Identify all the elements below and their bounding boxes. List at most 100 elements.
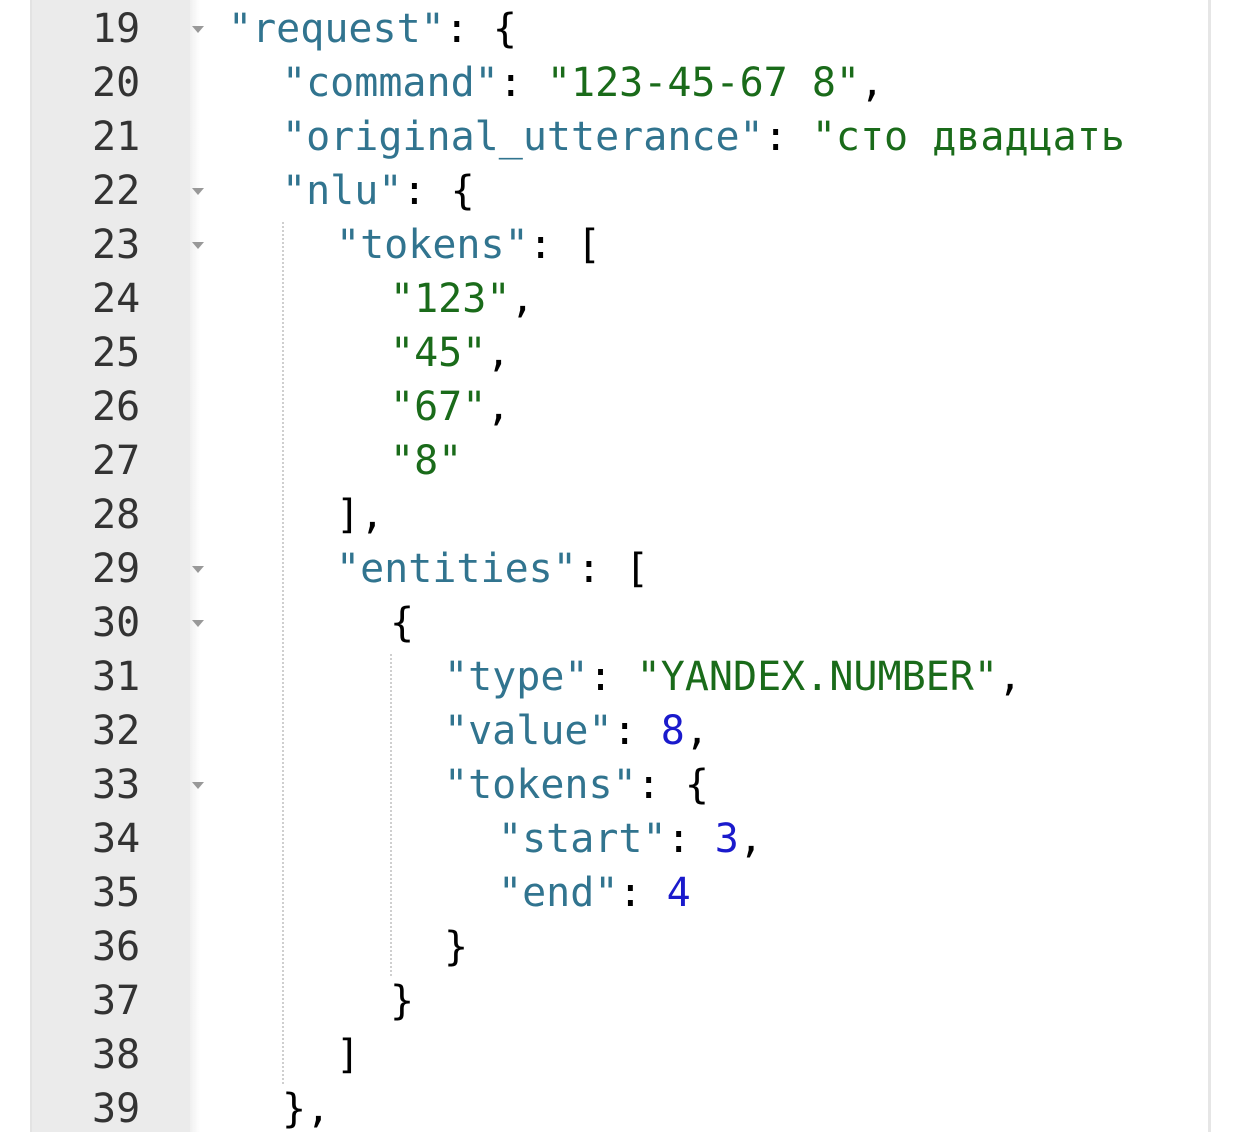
code-line[interactable]: "67", — [200, 380, 1208, 434]
json-string: "сто двадцать — [811, 114, 1125, 160]
json-key: "end" — [498, 870, 619, 916]
line-number: 29 — [92, 546, 141, 592]
code-line[interactable]: "tokens": [ — [200, 218, 1208, 272]
code-line[interactable]: "8" — [200, 434, 1208, 488]
fold-toggle-icon[interactable] — [192, 782, 204, 789]
gutter-row: 27 — [32, 434, 190, 488]
gutter-row: 23 — [32, 218, 204, 272]
gutter-row: 25 — [32, 326, 190, 380]
json-string: "8" — [390, 438, 463, 484]
json-punct: : [ — [528, 222, 601, 268]
json-punct: , — [510, 276, 535, 322]
code-line[interactable]: "start": 3, — [200, 812, 1208, 866]
gutter-row: 37 — [32, 974, 190, 1028]
json-key: "entities" — [336, 546, 577, 592]
code-line[interactable]: "type": "YANDEX.NUMBER", — [200, 650, 1208, 704]
line-number: 36 — [92, 924, 141, 970]
gutter-row: 19 — [32, 2, 204, 56]
code-line[interactable]: "end": 4 — [200, 866, 1208, 920]
json-punct: : — [588, 654, 637, 700]
json-string: "67" — [390, 384, 487, 430]
json-key: "request" — [228, 6, 445, 52]
editor-right-border — [1208, 0, 1211, 1132]
fold-toggle-icon[interactable] — [192, 242, 204, 249]
line-number: 25 — [92, 330, 141, 376]
json-number: 3 — [714, 816, 739, 862]
indent-guide — [282, 222, 284, 1084]
json-punct: , — [860, 60, 885, 106]
json-punct: , — [684, 708, 709, 754]
line-number: 21 — [92, 114, 141, 160]
json-punct: { — [390, 600, 415, 646]
code-line[interactable]: { — [200, 596, 1208, 650]
line-number: 33 — [92, 762, 141, 808]
code-line[interactable]: ] — [200, 1028, 1208, 1082]
code-line[interactable]: "entities": [ — [200, 542, 1208, 596]
json-punct: ] — [336, 1032, 361, 1078]
code-line[interactable]: "123", — [200, 272, 1208, 326]
code-line[interactable]: } — [200, 974, 1208, 1028]
gutter-row: 39 — [32, 1082, 190, 1132]
json-punct: : — [763, 114, 812, 160]
line-number: 23 — [92, 222, 141, 268]
json-string: "123-45-67 8" — [546, 60, 860, 106]
fold-toggle-icon[interactable] — [192, 26, 204, 33]
fold-toggle-icon[interactable] — [192, 188, 204, 195]
line-number: 32 — [92, 708, 141, 754]
json-punct: : — [666, 816, 715, 862]
json-key: "type" — [444, 654, 589, 700]
json-punct: , — [486, 330, 511, 376]
line-number: 34 — [92, 816, 141, 862]
code-line[interactable]: "command": "123-45-67 8", — [200, 56, 1208, 110]
line-number: 22 — [92, 168, 141, 214]
json-key: "nlu" — [282, 168, 403, 214]
code-line[interactable]: "value": 8, — [200, 704, 1208, 758]
line-number: 31 — [92, 654, 141, 700]
code-line[interactable]: "45", — [200, 326, 1208, 380]
json-punct: } — [444, 924, 469, 970]
code-line[interactable]: }, — [200, 1082, 1208, 1132]
code-line[interactable]: "tokens": { — [200, 758, 1208, 812]
line-number: 24 — [92, 276, 141, 322]
line-number: 19 — [92, 6, 141, 52]
code-line[interactable]: "original_utterance": "сто двадцать — [200, 110, 1208, 164]
json-punct: : { — [402, 168, 475, 214]
line-number-gutter — [32, 0, 190, 1132]
code-line[interactable]: } — [200, 920, 1208, 974]
json-punct: ], — [336, 492, 385, 538]
json-number: 8 — [660, 708, 685, 754]
json-punct: : — [498, 60, 547, 106]
line-number: 38 — [92, 1032, 141, 1078]
line-number: 39 — [92, 1086, 141, 1132]
gutter-row: 38 — [32, 1028, 190, 1082]
json-punct: } — [390, 978, 415, 1024]
gutter-row: 24 — [32, 272, 190, 326]
fold-toggle-icon[interactable] — [192, 620, 204, 627]
code-line[interactable]: "nlu": { — [200, 164, 1208, 218]
json-punct: , — [997, 654, 1022, 700]
code-line[interactable]: "request": { — [200, 2, 1208, 56]
line-number: 37 — [92, 978, 141, 1024]
json-punct: , — [738, 816, 763, 862]
gutter-row: 34 — [32, 812, 190, 866]
gutter-row: 33 — [32, 758, 204, 812]
line-number: 30 — [92, 600, 141, 646]
line-number: 26 — [92, 384, 141, 430]
line-number: 20 — [92, 60, 141, 106]
json-key: "tokens" — [336, 222, 529, 268]
json-key: "value" — [444, 708, 613, 754]
gutter-row: 30 — [32, 596, 204, 650]
gutter-row: 22 — [32, 164, 204, 218]
editor-left-border — [30, 0, 32, 1132]
line-number: 27 — [92, 438, 141, 484]
code-area[interactable]: "request": { "command": "123-45-67 8", "… — [200, 0, 1208, 1132]
json-punct: : { — [444, 6, 517, 52]
gutter-row: 36 — [32, 920, 190, 974]
gutter-row: 35 — [32, 866, 190, 920]
json-string: "123" — [390, 276, 511, 322]
gutter-row: 28 — [32, 488, 190, 542]
fold-toggle-icon[interactable] — [192, 566, 204, 573]
code-line[interactable]: ], — [200, 488, 1208, 542]
json-punct: : — [618, 870, 667, 916]
